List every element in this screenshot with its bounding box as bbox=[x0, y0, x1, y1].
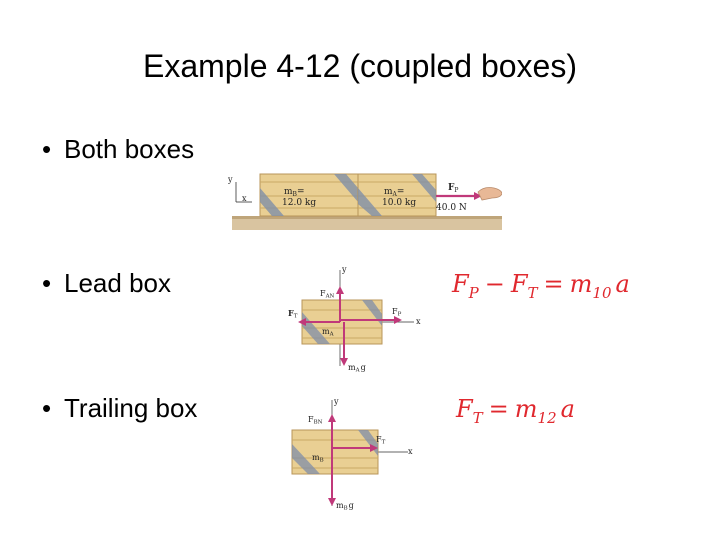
figure-both-boxes: y x mB= 12.0 kg mA= 10.0 kg FP 40 bbox=[227, 173, 502, 230]
box-a-mass-sub: A bbox=[392, 191, 398, 198]
lead-box bbox=[301, 299, 383, 345]
eq-term: F bbox=[510, 270, 528, 298]
weight-g: g bbox=[349, 501, 354, 510]
bullet-symbol: • bbox=[42, 393, 52, 423]
eq-sub: P bbox=[468, 283, 479, 302]
svg-text:FT: FT bbox=[376, 435, 386, 446]
weight-arrowhead bbox=[328, 498, 336, 506]
x-axis-label: x bbox=[242, 194, 247, 203]
svg-text:FBN: FBN bbox=[308, 415, 323, 426]
box-b-eq: = bbox=[297, 187, 305, 197]
eq-equals: = bbox=[488, 395, 509, 423]
tension-force-sub: T bbox=[382, 440, 386, 446]
pull-force-arrowhead bbox=[394, 316, 402, 324]
eq-term: F bbox=[456, 395, 473, 423]
weight-label: m bbox=[336, 501, 344, 510]
pull-force-label: F bbox=[392, 307, 398, 316]
eq-sub: T bbox=[472, 408, 483, 427]
pull-force-sub: P bbox=[454, 187, 458, 194]
normal-force-arrowhead bbox=[328, 414, 336, 422]
bullet-both-boxes: • Both boxes bbox=[42, 134, 194, 165]
svg-text:mA: mA bbox=[322, 327, 335, 338]
y-axis-label: y bbox=[333, 397, 339, 406]
bullet-text: Both boxes bbox=[64, 134, 195, 164]
y-axis-label: y bbox=[341, 265, 347, 274]
weight-sub: B bbox=[344, 506, 348, 512]
mass-label: m bbox=[312, 453, 320, 462]
box-b-mass-value: 12.0 kg bbox=[282, 198, 316, 208]
pull-force-arrowhead bbox=[474, 192, 482, 200]
pull-force-sub: P bbox=[398, 312, 402, 318]
table-surface bbox=[232, 218, 502, 230]
box-b: mB= 12.0 kg bbox=[259, 173, 359, 217]
bullet-lead-box: • Lead box bbox=[42, 268, 171, 299]
bullet-text: Lead box bbox=[64, 268, 171, 298]
normal-force-arrowhead bbox=[336, 286, 344, 294]
bullet-text: Trailing box bbox=[64, 393, 198, 423]
box-a-mass-value: 10.0 kg bbox=[382, 198, 416, 208]
x-axis-label: x bbox=[408, 447, 413, 456]
eq-operator: − bbox=[484, 270, 505, 298]
pull-force-label: F bbox=[448, 183, 455, 193]
box-b-mass-label: m bbox=[284, 187, 293, 197]
svg-text:mB: mB bbox=[312, 453, 324, 464]
svg-text:FT: FT bbox=[288, 308, 298, 320]
tension-force-sub: T bbox=[294, 314, 298, 320]
box-a-mass-label: m bbox=[384, 187, 393, 197]
eq-sub: T bbox=[527, 283, 538, 302]
tension-force-label: F bbox=[376, 435, 382, 444]
y-axis-label: y bbox=[227, 175, 233, 184]
box-a-body: mA= 10.0 kg bbox=[357, 173, 437, 217]
normal-force-sub: BN bbox=[314, 420, 323, 426]
bullet-trailing-box: • Trailing box bbox=[42, 393, 197, 424]
figure-trailing-box: y x FBN mBg FT mB bbox=[291, 397, 413, 512]
eq-term: a bbox=[615, 270, 630, 298]
pull-force-value: 40.0 N bbox=[436, 203, 467, 213]
eq-term: m bbox=[569, 270, 593, 298]
mass-label: m bbox=[322, 327, 330, 336]
tension-force-arrowhead bbox=[298, 318, 306, 326]
box-a-eq: = bbox=[397, 187, 405, 197]
weight-arrowhead bbox=[340, 358, 348, 366]
trailing-box bbox=[291, 429, 379, 475]
normal-force-label: F bbox=[320, 289, 326, 298]
tension-force-label: F bbox=[288, 308, 294, 318]
eq-term: F bbox=[452, 270, 469, 298]
normal-force-sub: AN bbox=[325, 294, 335, 300]
eq-term: m bbox=[514, 395, 538, 423]
weight-sub: A bbox=[355, 368, 361, 374]
svg-text:mBg: mBg bbox=[336, 501, 354, 512]
slide-title: Example 4-12 (coupled boxes) bbox=[142, 48, 577, 84]
tension-force-arrowhead bbox=[370, 444, 378, 452]
weight-g: g bbox=[361, 363, 366, 372]
svg-text:FP: FP bbox=[448, 183, 458, 194]
eq-sub: 10 bbox=[592, 283, 612, 302]
svg-text:FP: FP bbox=[392, 307, 402, 318]
eq-term: a bbox=[560, 395, 575, 423]
table-edge bbox=[232, 216, 502, 219]
figure-lead-box: y x FAN mAg FT FP mA bbox=[288, 265, 421, 374]
hand-icon bbox=[477, 187, 502, 201]
mass-sub: B bbox=[320, 458, 324, 464]
svg-text:mA=: mA= bbox=[384, 187, 404, 198]
svg-text:FAN: FAN bbox=[320, 289, 335, 300]
x-axis-label: x bbox=[416, 317, 421, 326]
svg-text:mAg: mAg bbox=[348, 363, 366, 374]
svg-text:mB=: mB= bbox=[284, 187, 305, 198]
eq-sub: 12 bbox=[537, 408, 557, 427]
bullet-symbol: • bbox=[42, 134, 52, 164]
eq-equals: = bbox=[543, 270, 564, 298]
box-b-mass-sub: B bbox=[293, 191, 298, 198]
weight-label: m bbox=[348, 363, 356, 372]
bullet-symbol: • bbox=[42, 268, 52, 298]
mass-sub: A bbox=[329, 332, 335, 338]
normal-force-label: F bbox=[308, 415, 314, 424]
